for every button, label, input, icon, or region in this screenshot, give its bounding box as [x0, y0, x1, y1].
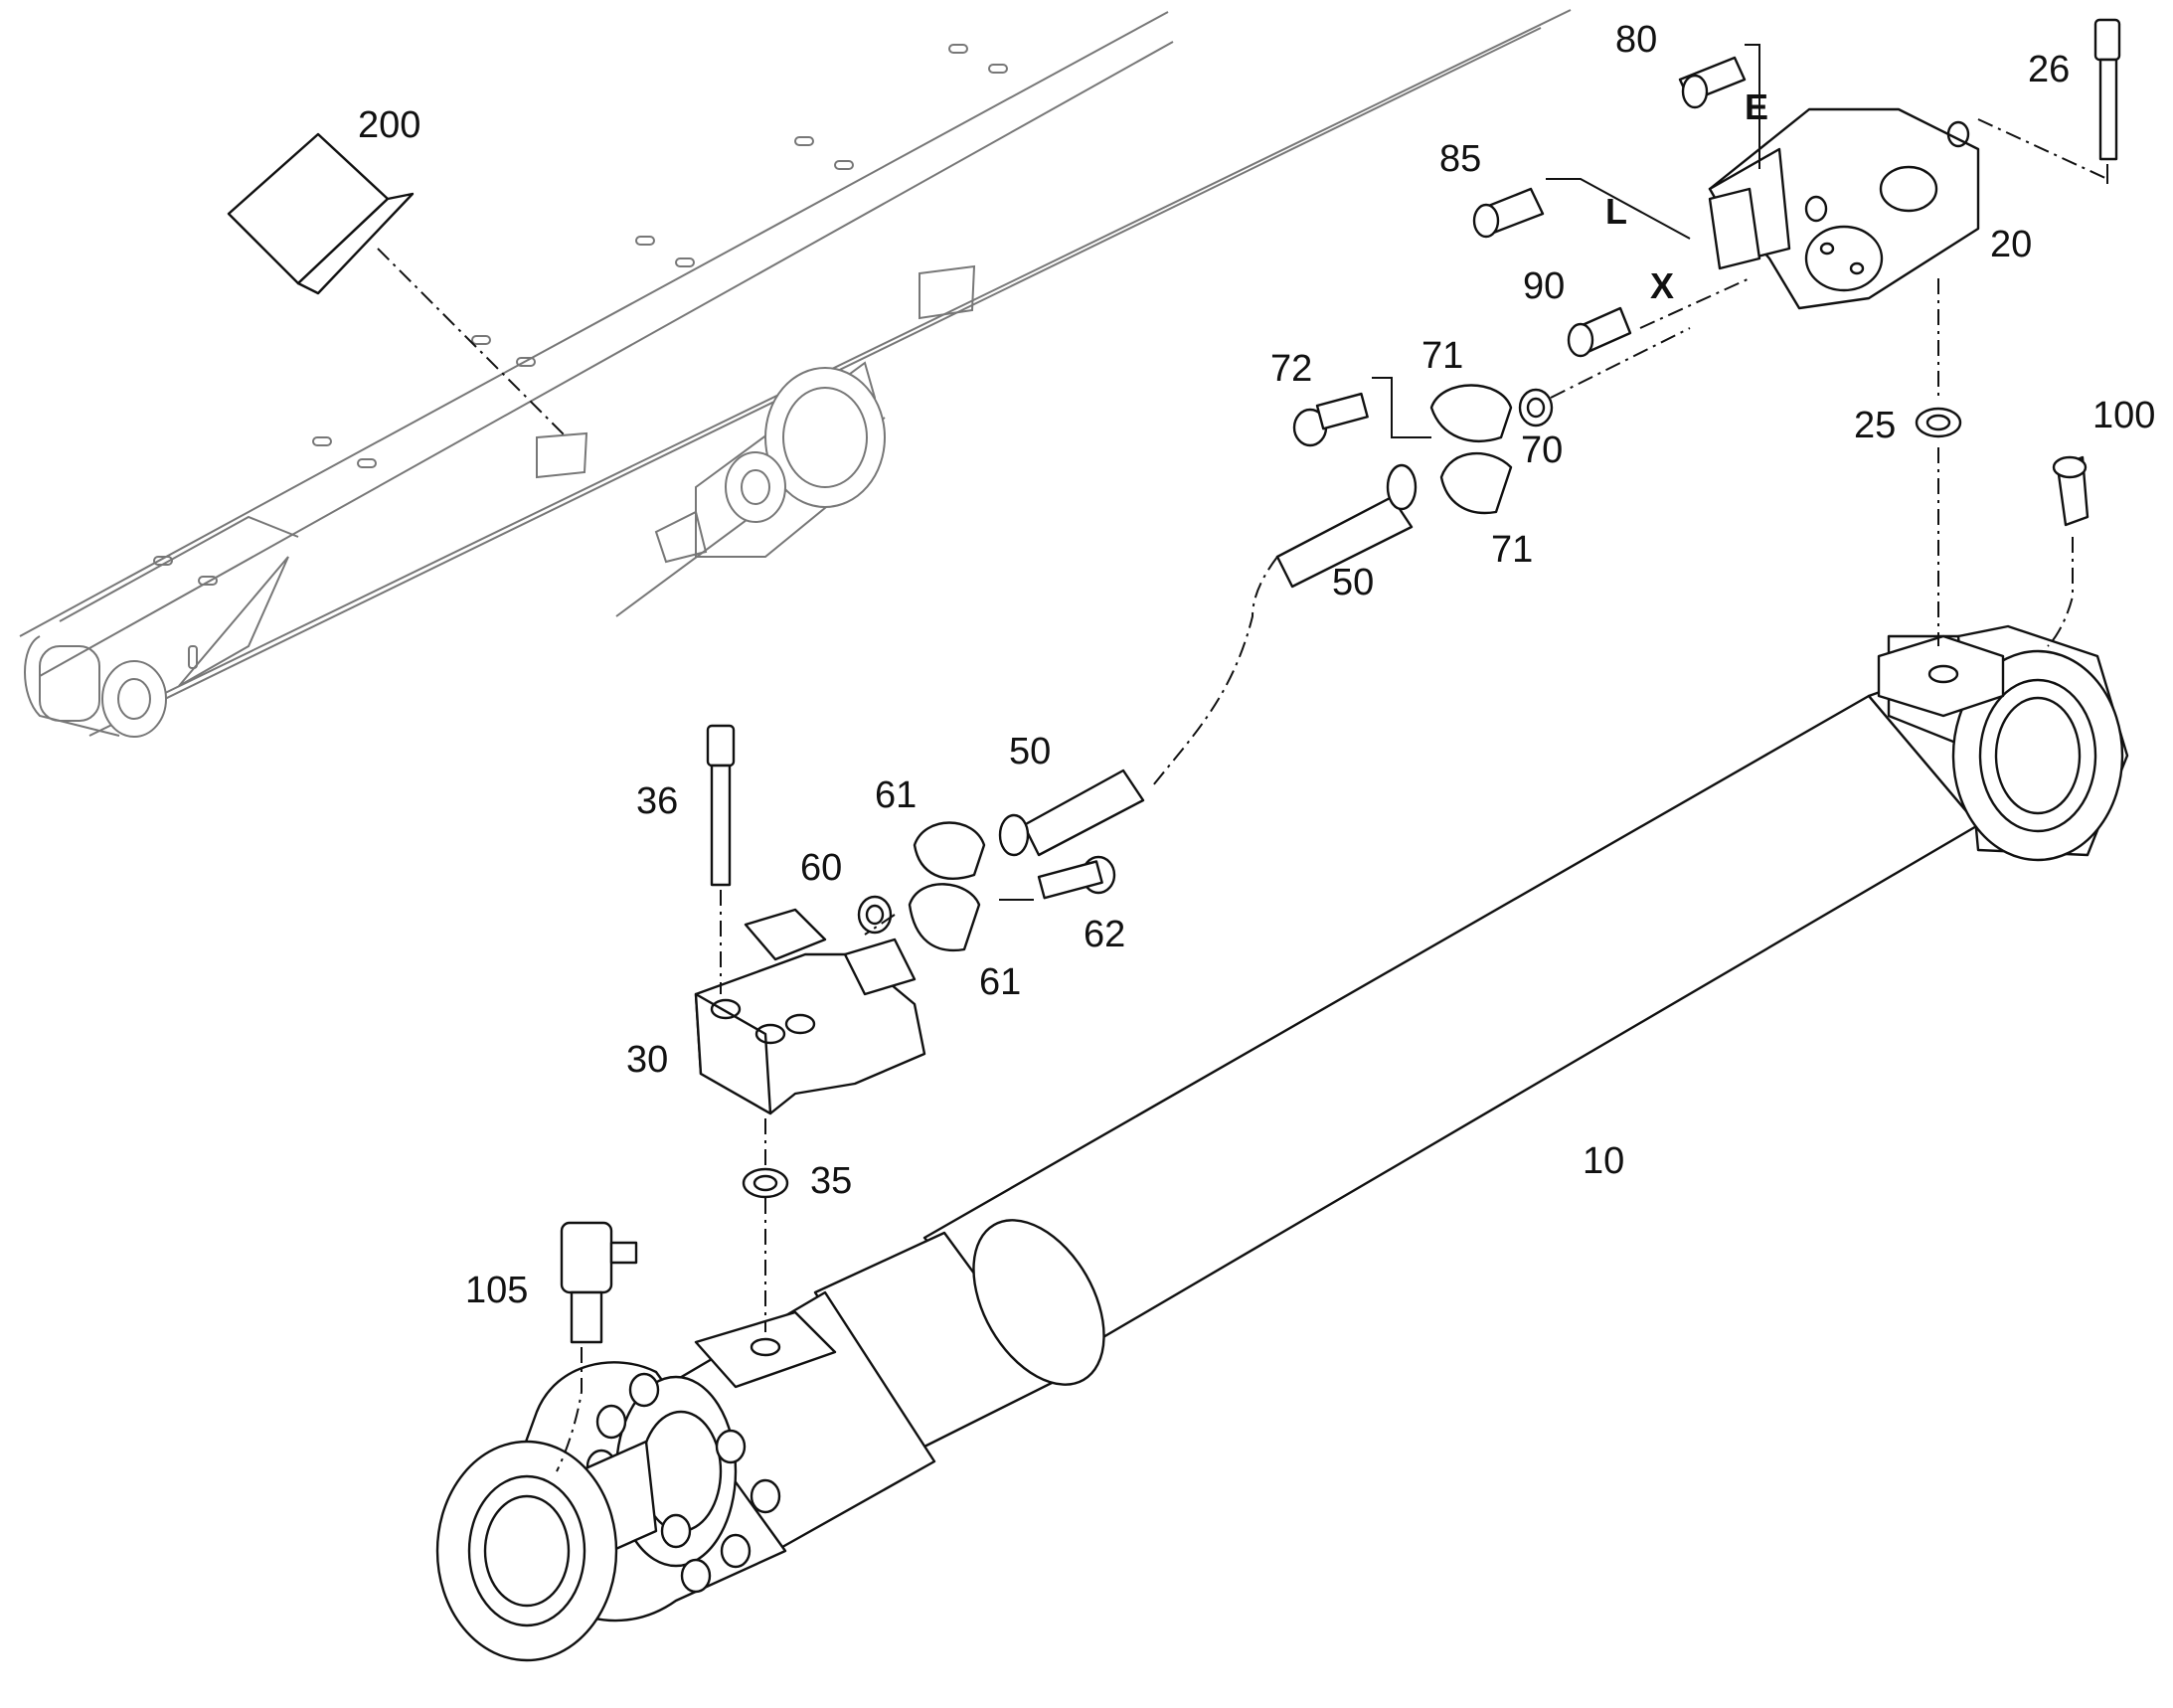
- hydraulic-cylinder: [435, 624, 2129, 1662]
- label-100: 100: [2092, 395, 2155, 436]
- label-35: 35: [810, 1160, 852, 1202]
- screw-62: [1037, 855, 1116, 900]
- bolt-36: [706, 724, 736, 887]
- label-20: 20: [1990, 224, 2032, 265]
- valve-block: [1708, 107, 1980, 310]
- valve-105: [560, 1221, 638, 1344]
- label-61-lower: 61: [979, 961, 1021, 1003]
- port-letter-e: E: [1745, 86, 1768, 127]
- label-26: 26: [2028, 49, 2070, 90]
- label-80: 80: [1615, 19, 1657, 61]
- fitting-85: [1472, 187, 1545, 239]
- port-letter-x: X: [1650, 265, 1674, 306]
- seal-70: [1518, 388, 1554, 427]
- fitting-90: [1567, 306, 1632, 358]
- label-62: 62: [1084, 914, 1125, 955]
- label-10: 10: [1583, 1140, 1624, 1182]
- label-60: 60: [800, 847, 842, 889]
- seal-25: [1915, 407, 1962, 438]
- label-70: 70: [1521, 429, 1563, 471]
- label-200: 200: [358, 104, 420, 146]
- label-85: 85: [1439, 138, 1481, 180]
- seal-35: [742, 1167, 789, 1199]
- screw-72: [1292, 392, 1369, 447]
- label-50-lower: 50: [1009, 731, 1051, 772]
- label-61-upper: 61: [875, 774, 917, 816]
- label-72: 72: [1270, 348, 1312, 390]
- boom-arm: [19, 9, 1572, 738]
- clamp-61: [908, 821, 986, 952]
- label-36: 36: [636, 780, 678, 822]
- hose-50-upper: [1275, 463, 1418, 589]
- label-90: 90: [1523, 265, 1565, 307]
- label-30: 30: [626, 1039, 668, 1081]
- label-50-upper: 50: [1332, 562, 1374, 603]
- port-letters: E L X: [1605, 86, 1768, 306]
- label-71-lower: 71: [1491, 529, 1533, 571]
- fitting-80: [1678, 56, 1747, 109]
- port-letter-l: L: [1605, 191, 1627, 232]
- block-30: [694, 908, 926, 1115]
- fitting-100: [2052, 455, 2089, 527]
- label-71-upper: 71: [1421, 335, 1463, 377]
- label-25: 25: [1854, 405, 1896, 446]
- part-labels: 200 80 26 85 20 90 72 71 25 100 70 71 50…: [358, 19, 2155, 1311]
- label-105: 105: [465, 1270, 528, 1311]
- leader-lines: [377, 44, 2108, 1472]
- plate-200: [227, 132, 415, 295]
- clamp-71: [1429, 384, 1513, 515]
- hose-50-lower: [998, 769, 1145, 857]
- bolt-26: [2093, 18, 2121, 161]
